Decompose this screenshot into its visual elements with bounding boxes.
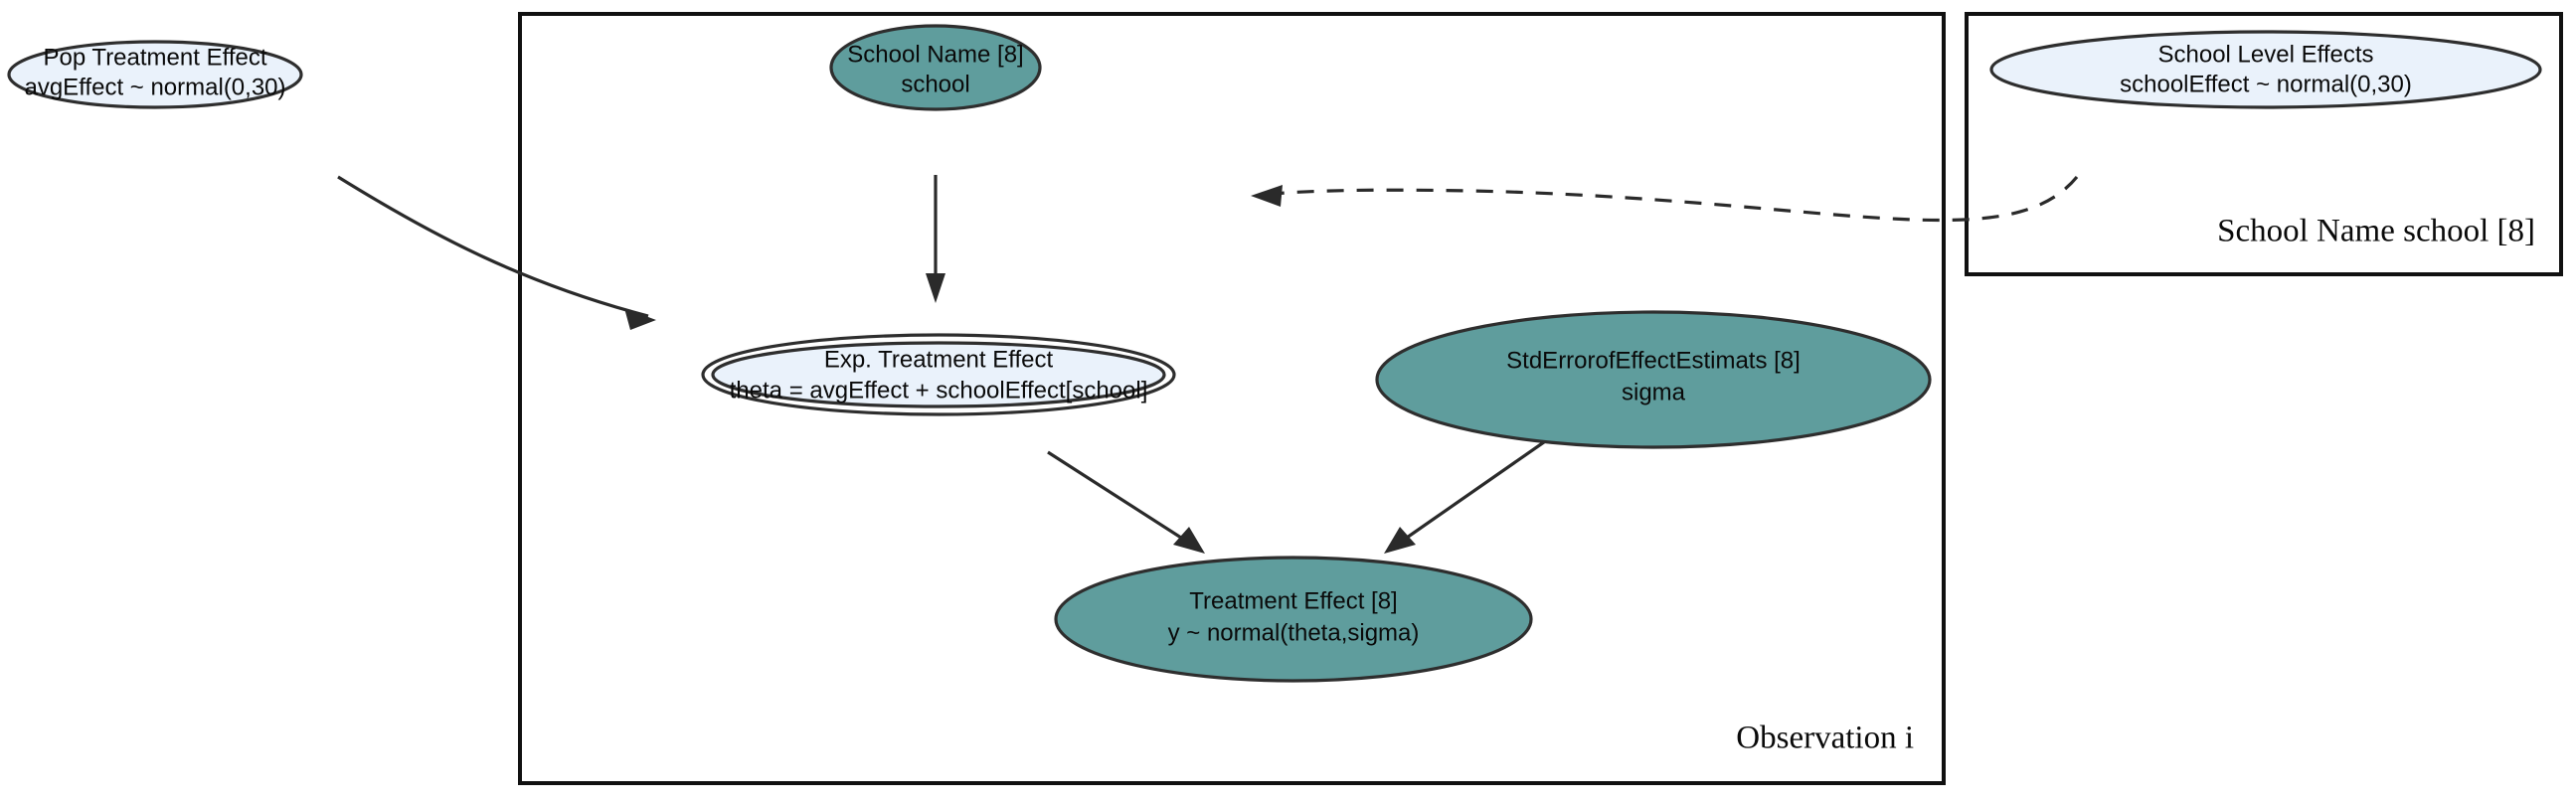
node-school-level-effects-line1: School Level Effects xyxy=(2157,41,2373,68)
node-exp-treatment-effect-line1: Exp. Treatment Effect xyxy=(824,346,1054,373)
node-treatment-effect-line1: Treatment Effect [8] xyxy=(1189,587,1397,614)
edge-theta-to-y-arrowhead xyxy=(1173,527,1205,554)
edge-theta-to-y xyxy=(1047,450,1205,554)
edge-sigma-to-y-line xyxy=(1393,435,1552,549)
edge-avgeffect-to-theta-arrowhead xyxy=(624,308,656,330)
edge-school-to-theta xyxy=(926,175,945,303)
node-std-error-of-effect-estimats-shape[interactable] xyxy=(1375,310,1932,449)
edge-avgeffect-to-theta xyxy=(337,175,656,330)
node-exp-treatment-effect-line2: theta = avgEffect + schoolEffect[school] xyxy=(730,377,1148,403)
edge-schooleffect-to-theta xyxy=(1251,175,2079,223)
node-pop-treatment-effect-line1: Pop Treatment Effect xyxy=(43,44,266,71)
plate-observation: Observation i xyxy=(518,12,1946,785)
node-school-level-effects-shape[interactable] xyxy=(1989,30,2542,109)
observation-plate-label: Observation i xyxy=(1736,721,1914,756)
node-pop-treatment-effect-shape[interactable] xyxy=(7,40,303,109)
node-treatment-effect-shape[interactable] xyxy=(1054,556,1533,683)
node-std-error-of-effect-estimats-line1: StdErrorofEffectEstimats [8] xyxy=(1506,347,1801,374)
node-exp-treatment-effect-shape[interactable] xyxy=(711,341,1166,408)
edges-layer xyxy=(337,175,2079,554)
node-exp-treatment-effect-outer-ring xyxy=(701,333,1176,416)
edge-sigma-to-y xyxy=(1384,435,1552,554)
edge-sigma-to-y-arrowhead xyxy=(1384,527,1416,554)
node-school-name-shape[interactable] xyxy=(829,24,1042,111)
node-school-name[interactable]: School Name [8] school xyxy=(829,24,1042,111)
school-plate-border xyxy=(1965,12,2563,276)
node-treatment-effect[interactable]: Treatment Effect [8] y ~ normal(theta,si… xyxy=(1054,556,1533,683)
node-pop-treatment-effect[interactable]: Pop Treatment Effect avgEffect ~ normal(… xyxy=(7,40,303,109)
observation-plate-border xyxy=(518,12,1946,785)
edge-schooleffect-to-theta-arrowhead xyxy=(1251,185,1283,207)
edge-schooleffect-to-theta-line xyxy=(1260,175,2079,223)
node-exp-treatment-effect[interactable]: Exp. Treatment Effect theta = avgEffect … xyxy=(701,333,1176,416)
node-school-name-line2: school xyxy=(901,71,969,97)
node-school-name-line1: School Name [8] xyxy=(847,41,1023,68)
node-pop-treatment-effect-line2: avgEffect ~ normal(0,30) xyxy=(24,74,285,100)
school-plate-label: School Name school [8] xyxy=(2217,214,2535,249)
node-std-error-of-effect-estimats-line2: sigma xyxy=(1622,379,1686,405)
edge-school-to-theta-arrowhead xyxy=(926,273,945,303)
node-std-error-of-effect-estimats[interactable]: StdErrorofEffectEstimats [8] sigma xyxy=(1375,310,1932,449)
node-treatment-effect-line2: y ~ normal(theta,sigma) xyxy=(1168,619,1420,646)
node-school-level-effects[interactable]: School Level Effects schoolEffect ~ norm… xyxy=(1989,30,2542,109)
plate-school: School Name school [8] xyxy=(1965,12,2563,276)
edge-theta-to-y-line xyxy=(1047,450,1196,549)
node-school-level-effects-line2: schoolEffect ~ normal(0,30) xyxy=(2120,71,2412,97)
edge-avgeffect-to-theta-line xyxy=(337,175,649,318)
